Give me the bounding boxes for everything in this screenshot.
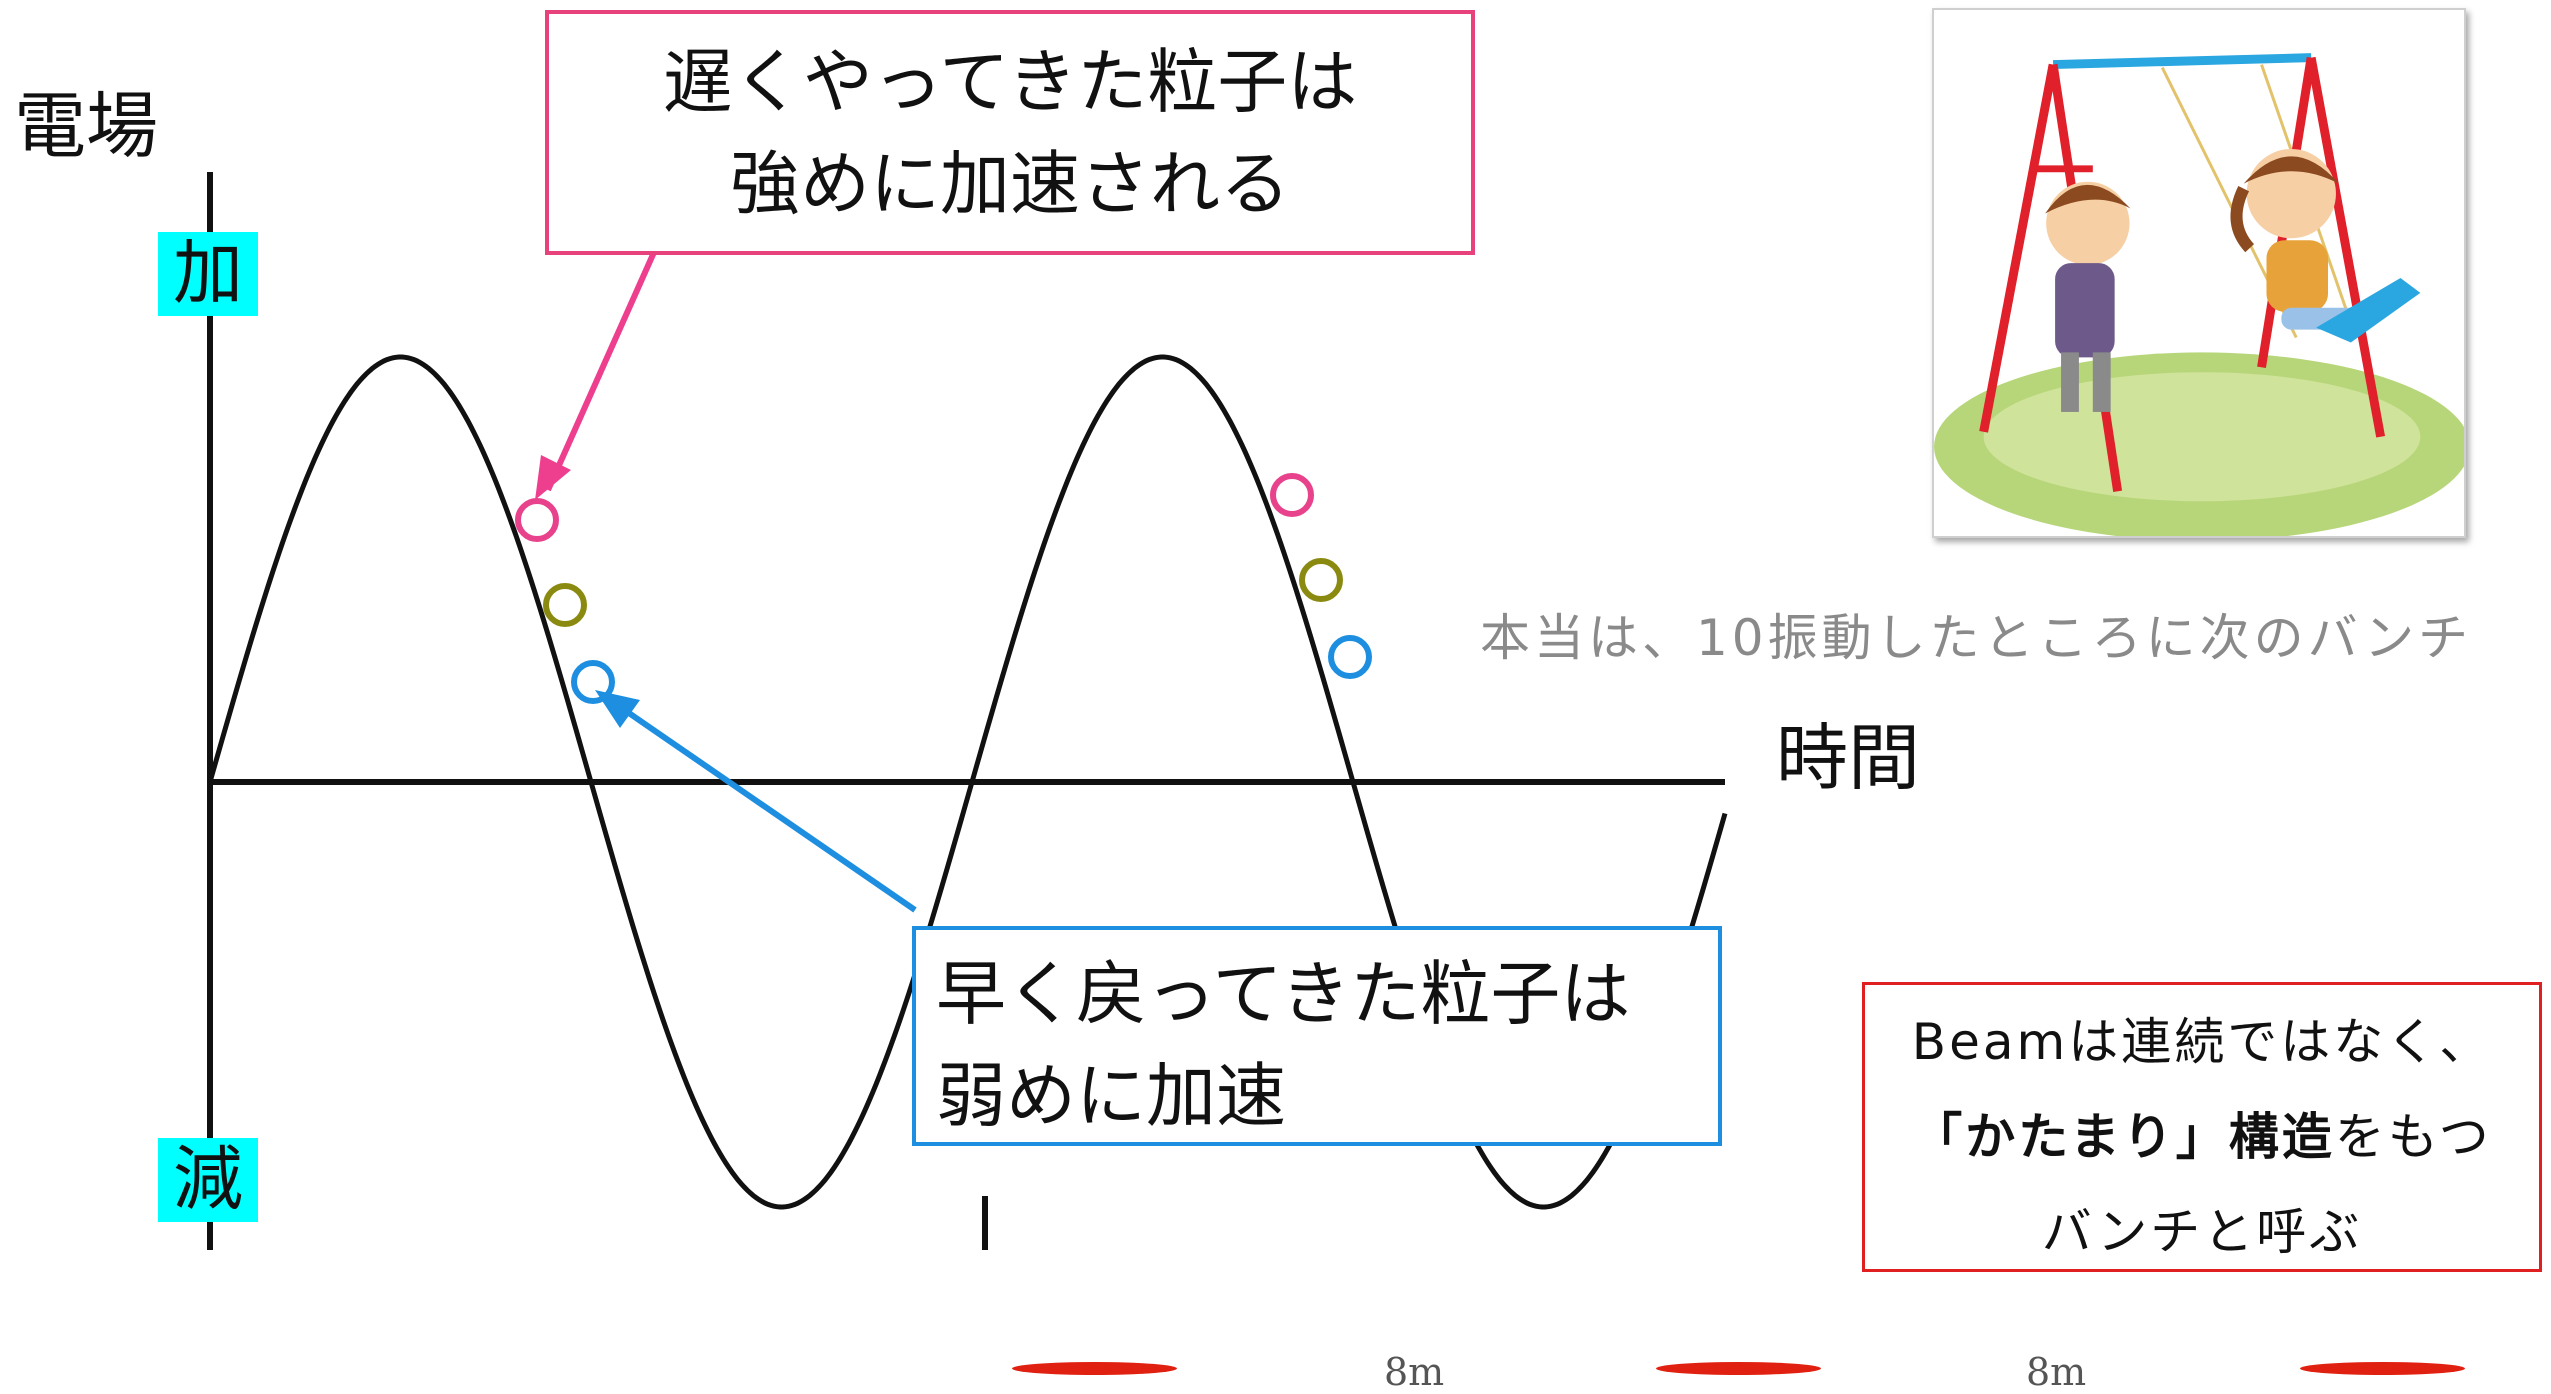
late-callout-line1: 遅くやってきた粒子は [662, 41, 1358, 123]
beam-note-line1: Beamは連続ではなく、 [1911, 1013, 2493, 1071]
deceleration-tag: 減 [158, 1138, 258, 1222]
beam-note-line3: バンチと呼ぶ [2041, 1203, 2363, 1261]
swing-illustration [1932, 8, 2466, 538]
next-bunch-note: 本当は、10振動したところに次のバンチ [1480, 609, 2473, 667]
arrow-early-particle [608, 697, 917, 913]
particle-early-1 [571, 660, 615, 704]
arrow-late-particle [545, 248, 658, 492]
bunch-marker-3 [2300, 1362, 2465, 1375]
bracket-open: 「 [1912, 1108, 1966, 1166]
late-particle-callout: 遅くやってきた粒子は 強めに加速される [545, 10, 1475, 255]
y-axis-label: 電場 [14, 84, 159, 168]
bracket-close: 」 [2175, 1108, 2229, 1166]
particle-late-1 [515, 498, 559, 542]
bunch-spacing-label-2: 8m [2026, 1350, 2087, 1394]
early-callout-line1: 早く戻ってきた粒子は [936, 953, 1631, 1035]
beam-note-line2-rest: をもつ [2334, 1108, 2492, 1166]
bunch-spacing-label-1: 8m [1384, 1350, 1445, 1394]
bunch-marker-2 [1656, 1362, 1821, 1375]
particle-mid-1 [543, 583, 587, 627]
late-callout-line2: 強めに加速される [730, 142, 1290, 225]
keyword-kozo: 構造 [2228, 1108, 2335, 1166]
particle-mid-2 [1299, 558, 1343, 602]
acceleration-tag: 加 [158, 232, 258, 316]
bunch-marker-1 [1012, 1362, 1177, 1375]
x-axis-label: 時間 [1776, 716, 1921, 800]
arrow-late-head [535, 455, 571, 500]
swing-picture [1934, 53, 2464, 536]
early-callout-line2: 弱めに加速 [936, 1054, 1286, 1137]
keyword-katamari: かたまり [1965, 1108, 2176, 1166]
particle-late-2 [1270, 473, 1314, 517]
beam-structure-note: Beamは連続ではなく、 「かたまり」構造をもつ バンチと呼ぶ [1862, 982, 2542, 1272]
beam-note-line2: 「かたまり」構造をもつ [1865, 1090, 2539, 1185]
particle-early-2 [1328, 635, 1372, 679]
early-particle-callout: 早く戻ってきた粒子は 弱めに加速 [912, 926, 1722, 1146]
